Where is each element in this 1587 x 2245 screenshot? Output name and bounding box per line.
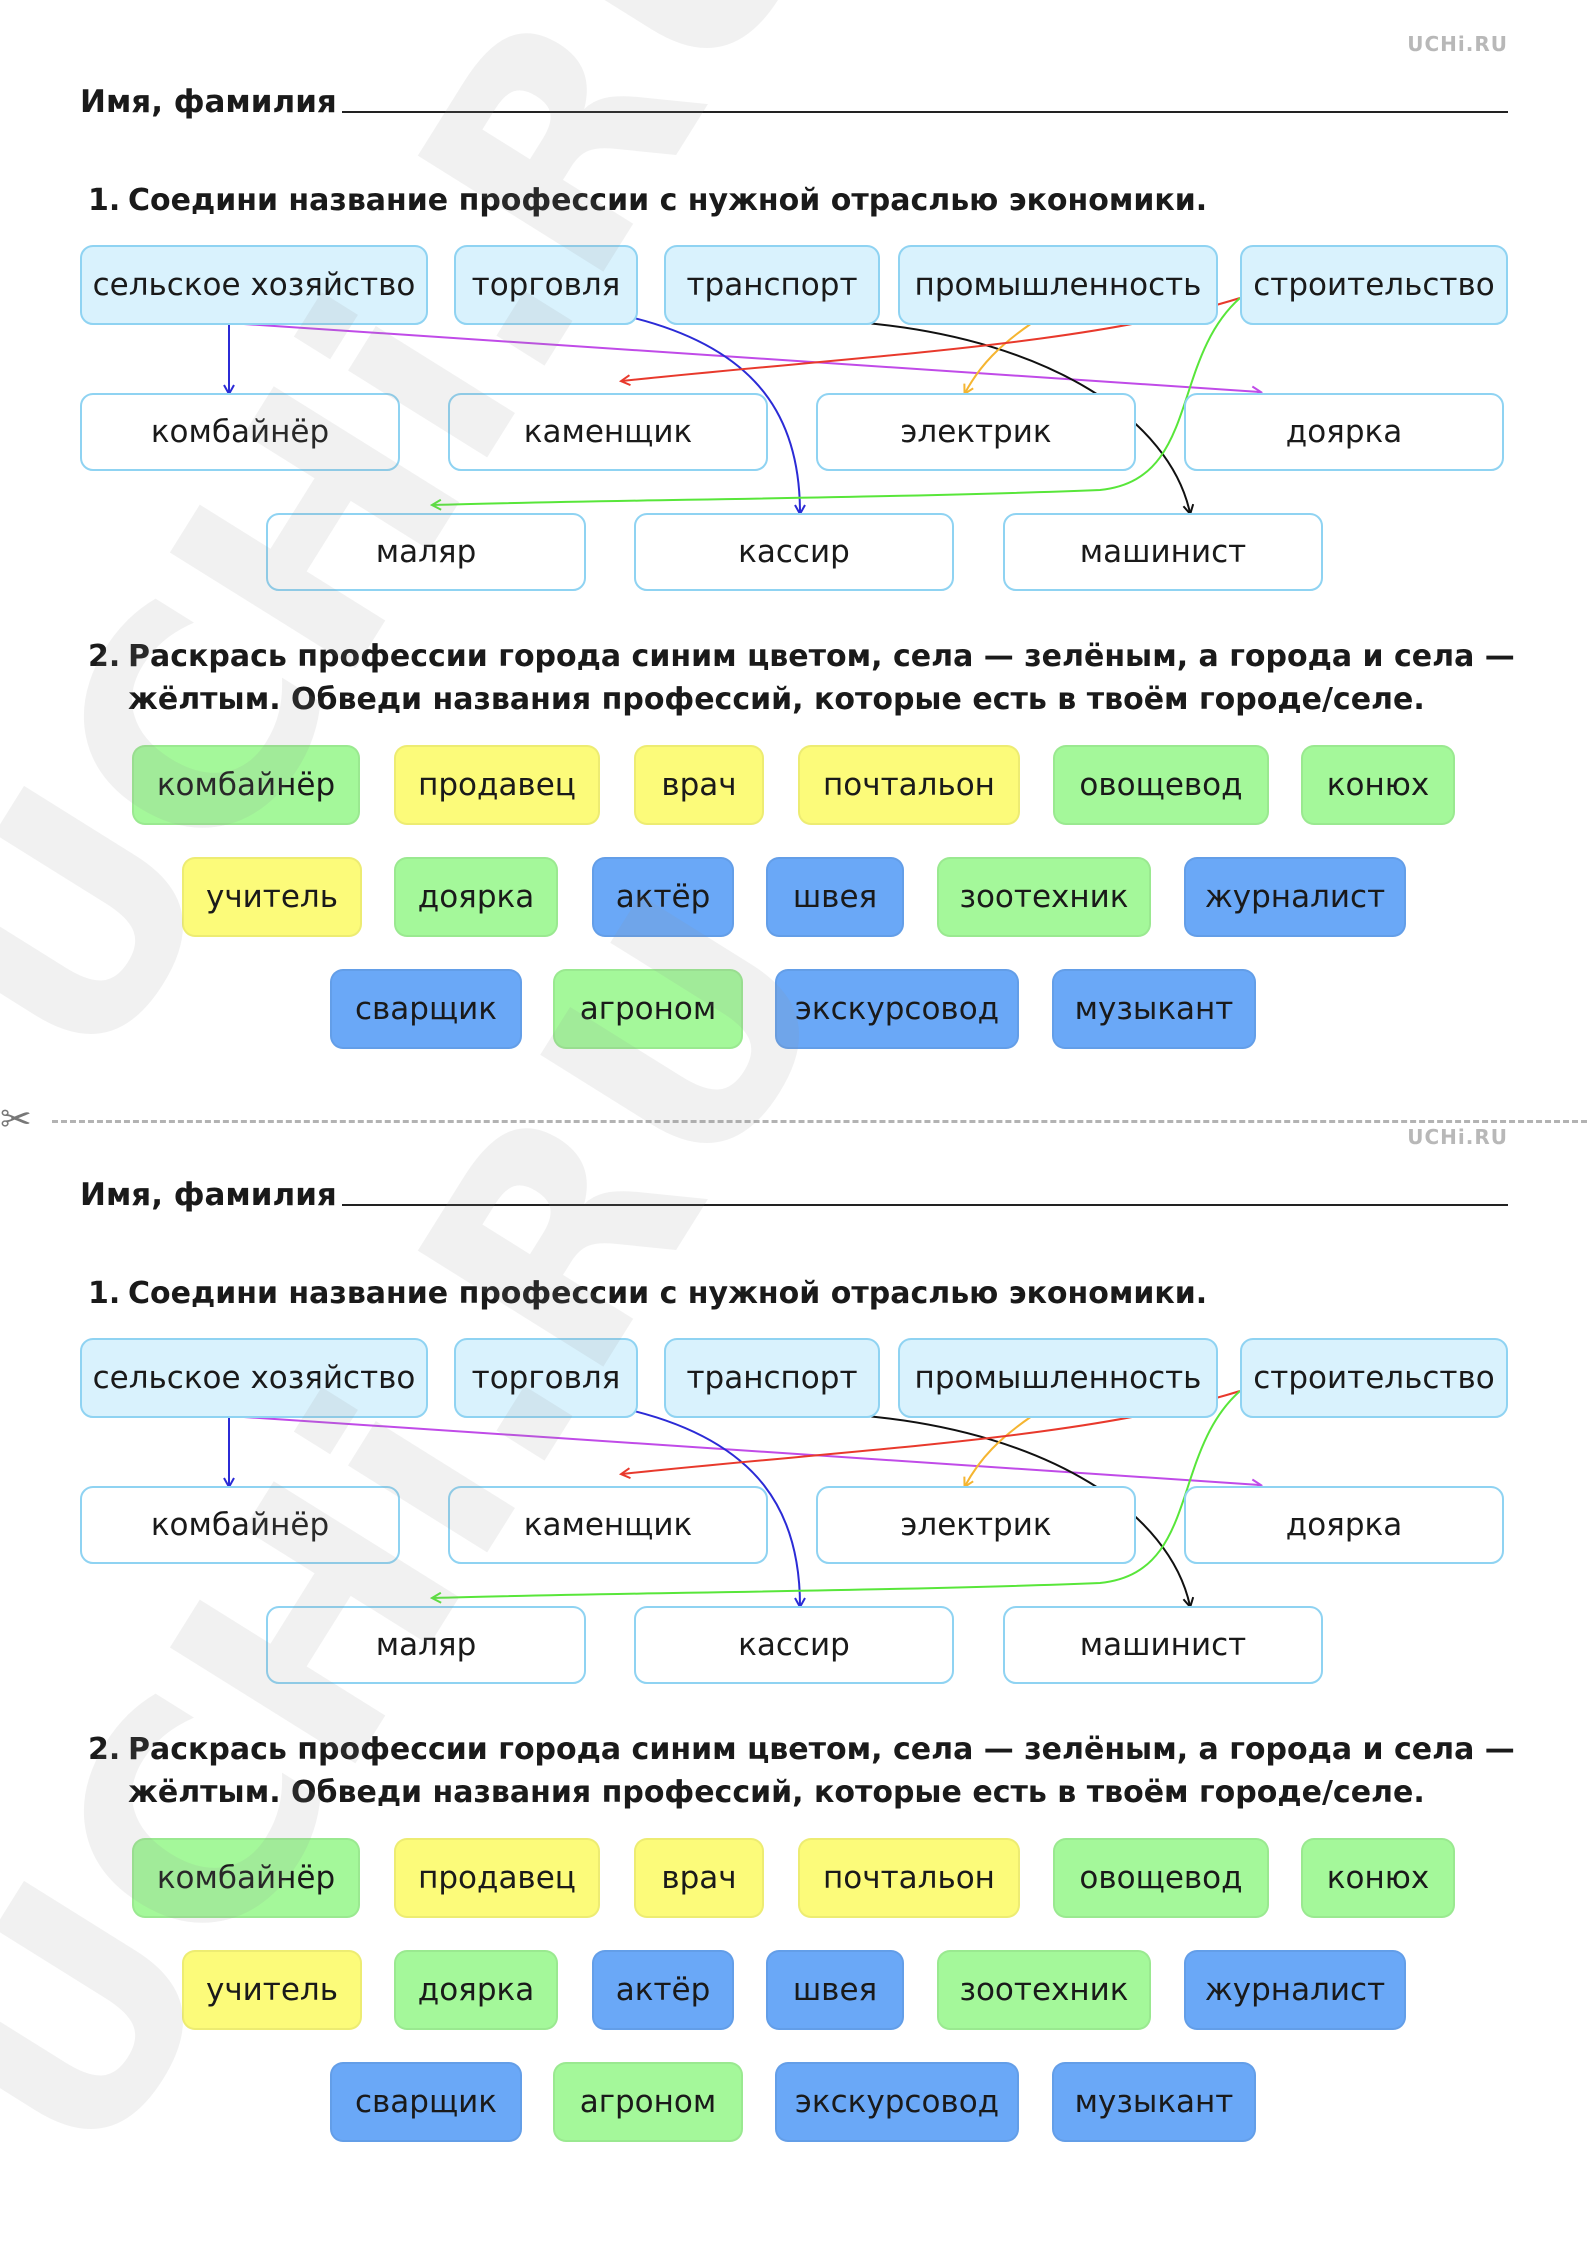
profession-chip[interactable]: овощевод (1053, 745, 1269, 825)
profession-chip[interactable]: агроном (553, 969, 743, 1049)
profession-box[interactable]: кассир (634, 513, 954, 591)
task-number: 1. (88, 183, 121, 218)
profession-box[interactable]: каменщик (448, 393, 768, 471)
sector-box[interactable]: транспорт (664, 1338, 880, 1418)
connector-industry-electrician (965, 322, 1033, 393)
name-line-field[interactable] (342, 111, 1508, 113)
connector-construction-painter (433, 297, 1241, 505)
brand-logo: UCHi.RU (1407, 32, 1508, 56)
profession-box[interactable]: комбайнёр (80, 393, 400, 471)
sector-box[interactable]: промышленность (898, 245, 1218, 325)
profession-chip[interactable]: комбайнёр (132, 1838, 360, 1918)
worksheet-copy-2: UCHi.RU Имя, фамилия 1.Соедини название пр… (0, 1093, 1587, 2185)
task-1-heading: 1.Соедини название профессии с нужной от… (88, 179, 1207, 222)
profession-chip[interactable]: почтальон (798, 745, 1020, 825)
sector-box[interactable]: сельское хозяйство (80, 245, 428, 325)
task-text: Соедини название профессии с нужной отра… (128, 1276, 1208, 1311)
profession-box[interactable]: машинист (1003, 513, 1323, 591)
profession-box[interactable]: каменщик (448, 1486, 768, 1564)
profession-chip[interactable]: швея (766, 1950, 904, 2030)
connector-construction-painter (433, 1390, 1241, 1598)
profession-chip[interactable]: журналист (1184, 857, 1406, 937)
profession-chip[interactable]: овощевод (1053, 1838, 1269, 1918)
profession-box[interactable]: комбайнёр (80, 1486, 400, 1564)
profession-chip[interactable]: продавец (394, 1838, 600, 1918)
connector-agriculture-milkmaid (228, 322, 1260, 392)
profession-chip[interactable]: зоотехник (937, 1950, 1151, 2030)
profession-chip[interactable]: учитель (182, 857, 362, 937)
profession-box[interactable]: маляр (266, 513, 586, 591)
profession-chip[interactable]: швея (766, 857, 904, 937)
task-text: Соедини название профессии с нужной отра… (128, 183, 1208, 218)
profession-chip[interactable]: комбайнёр (132, 745, 360, 825)
task-text: Раскрась профессии города синим цветом, … (128, 1732, 1515, 1810)
profession-box[interactable]: доярка (1184, 393, 1504, 471)
sector-box[interactable]: торговля (454, 1338, 638, 1418)
profession-chip[interactable]: продавец (394, 745, 600, 825)
cut-line (52, 1120, 1587, 1123)
profession-chip[interactable]: экскурсовод (775, 969, 1019, 1049)
connector-lines (0, 1390, 1587, 1713)
connector-transport-machinist (865, 322, 1190, 513)
profession-box[interactable]: кассир (634, 1606, 954, 1684)
profession-box[interactable]: маляр (266, 1606, 586, 1684)
profession-chip[interactable]: музыкант (1052, 2062, 1256, 2142)
profession-chip[interactable]: доярка (394, 1950, 558, 2030)
profession-chip[interactable]: врач (634, 745, 764, 825)
connector-agriculture-milkmaid (228, 1415, 1260, 1485)
connector-lines (0, 297, 1587, 620)
task-1-heading: 1.Соедини название профессии с нужной от… (88, 1272, 1207, 1315)
profession-chip[interactable]: музыкант (1052, 969, 1256, 1049)
profession-chip[interactable]: зоотехник (937, 857, 1151, 937)
profession-chip[interactable]: доярка (394, 857, 558, 937)
profession-chip[interactable]: учитель (182, 1950, 362, 2030)
profession-chip[interactable]: журналист (1184, 1950, 1406, 2030)
profession-box[interactable]: машинист (1003, 1606, 1323, 1684)
name-label: Имя, фамилия (80, 1177, 337, 1213)
task-2-heading: 2.Раскрась профессии города синим цветом… (88, 1728, 1515, 1814)
name-label: Имя, фамилия (80, 84, 337, 120)
connector-transport-machinist (865, 1415, 1190, 1606)
profession-chip[interactable]: актёр (592, 857, 734, 937)
profession-box[interactable]: электрик (816, 1486, 1136, 1564)
connector-trade-cashier (633, 317, 800, 513)
profession-chip[interactable]: конюх (1301, 1838, 1455, 1918)
profession-chip[interactable]: экскурсовод (775, 2062, 1019, 2142)
profession-chip[interactable]: сварщик (330, 969, 522, 1049)
profession-chip[interactable]: сварщик (330, 2062, 522, 2142)
task-number: 2. (88, 639, 121, 674)
sector-box[interactable]: строительство (1240, 245, 1508, 325)
brand-logo: UCHi.RU (1407, 1125, 1508, 1149)
profession-chip[interactable]: почтальон (798, 1838, 1020, 1918)
profession-chip[interactable]: конюх (1301, 745, 1455, 825)
sector-box[interactable]: промышленность (898, 1338, 1218, 1418)
task-number: 1. (88, 1276, 121, 1311)
profession-chip[interactable]: актёр (592, 1950, 734, 2030)
task-number: 2. (88, 1732, 121, 1767)
connector-industry-electrician (965, 1415, 1033, 1486)
sector-box[interactable]: сельское хозяйство (80, 1338, 428, 1418)
profession-chip[interactable]: агроном (553, 2062, 743, 2142)
profession-chip[interactable]: врач (634, 1838, 764, 1918)
name-line-field[interactable] (342, 1204, 1508, 1206)
scissors-icon: ✂ (0, 1097, 32, 1141)
task-text: Раскрась профессии города синим цветом, … (128, 639, 1515, 717)
connector-trade-cashier (633, 1410, 800, 1606)
sector-box[interactable]: строительство (1240, 1338, 1508, 1418)
profession-box[interactable]: электрик (816, 393, 1136, 471)
task-2-heading: 2.Раскрась профессии города синим цветом… (88, 635, 1515, 721)
profession-box[interactable]: доярка (1184, 1486, 1504, 1564)
sector-box[interactable]: транспорт (664, 245, 880, 325)
worksheet-copy-1: UCHi.RU Имя, фамилия 1.Соедини название пр… (0, 0, 1587, 1092)
sector-box[interactable]: торговля (454, 245, 638, 325)
